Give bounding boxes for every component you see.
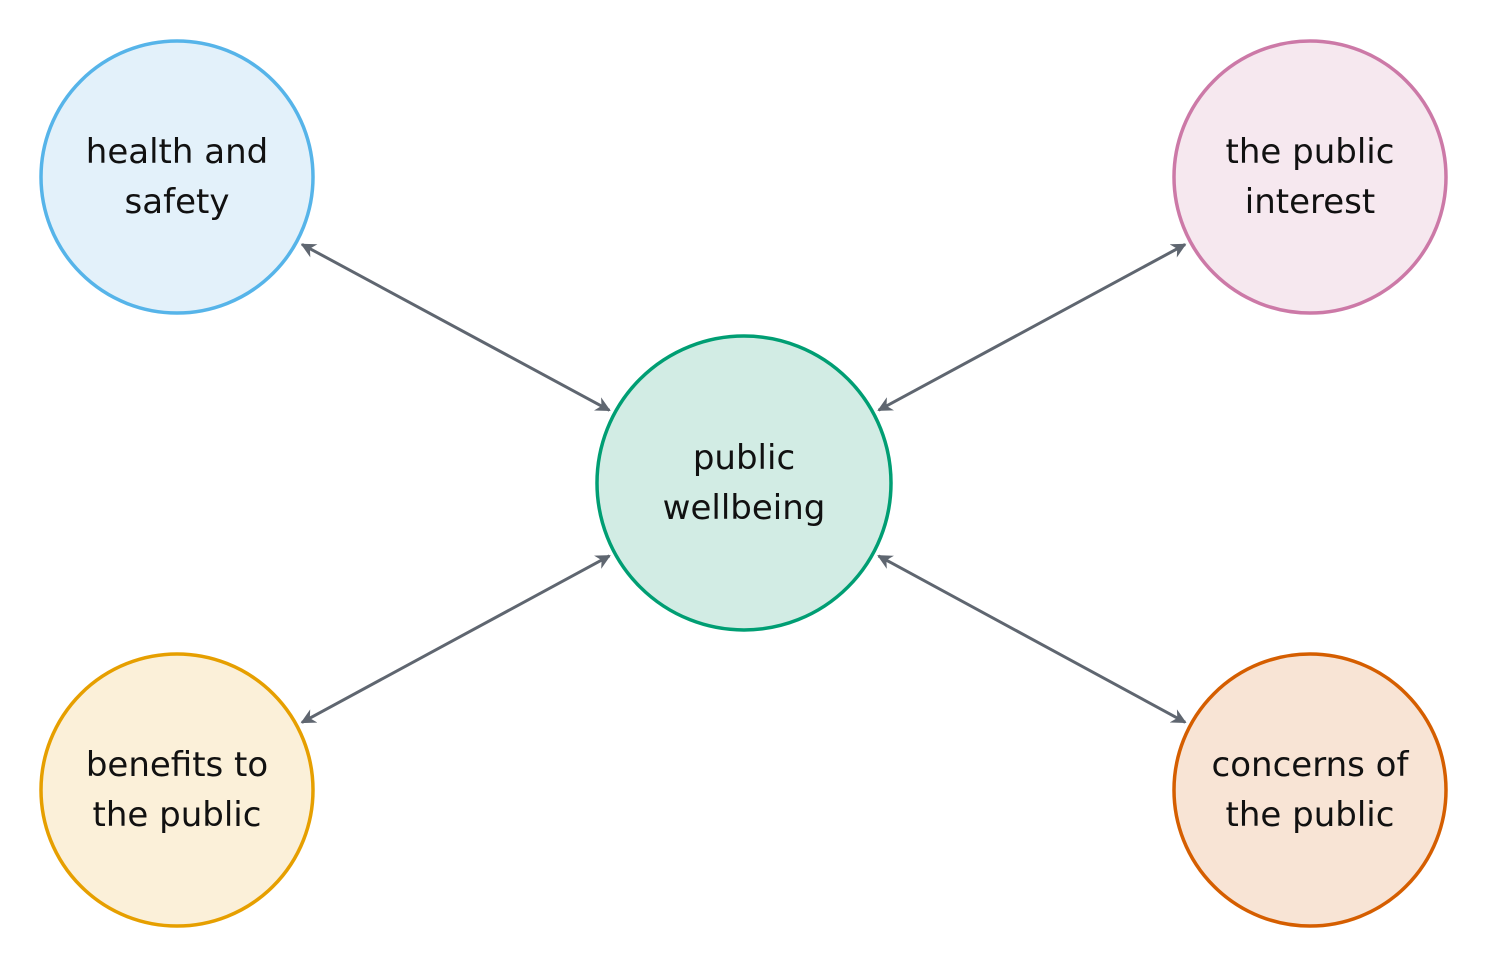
edge-public-wellbeing-to-health-and-safety <box>300 243 611 412</box>
node-label-concerns-of-the-public-line-1: concerns of <box>1212 745 1410 785</box>
node-circle-benefits-to-the-public <box>39 652 315 928</box>
nodes-layer: public wellbeing health and safety the publi… <box>39 39 1448 928</box>
node-label-benefits-to-the-public-line-2: the public <box>93 795 262 835</box>
node-circle-the-public-interest <box>1172 39 1448 315</box>
edge-public-wellbeing-to-benefits-to-the-public <box>300 554 611 724</box>
node-concerns-of-the-public: concerns of the public <box>1172 652 1448 928</box>
node-health-and-safety: health and safety <box>39 39 315 315</box>
node-label-health-and-safety-line-1: health and <box>86 132 268 172</box>
edge-public-wellbeing-to-the-public-interest <box>877 243 1187 412</box>
node-label-public-wellbeing-line-1: public <box>693 438 795 478</box>
node-public-wellbeing: public wellbeing <box>595 334 893 632</box>
node-label-the-public-interest-line-2: interest <box>1245 182 1375 222</box>
node-benefits-to-the-public: benefits to the public <box>39 652 315 928</box>
node-label-the-public-interest-line-1: the public <box>1226 132 1395 172</box>
node-the-public-interest: the public interest <box>1172 39 1448 315</box>
node-circle-public-wellbeing <box>595 334 893 632</box>
edge-public-wellbeing-to-concerns-of-the-public <box>877 554 1187 724</box>
node-circle-health-and-safety <box>39 39 315 315</box>
node-label-public-wellbeing-line-2: wellbeing <box>663 488 826 528</box>
node-label-health-and-safety-line-2: safety <box>125 182 230 222</box>
node-label-benefits-to-the-public-line-1: benefits to <box>86 745 268 785</box>
node-circle-concerns-of-the-public <box>1172 652 1448 928</box>
node-label-concerns-of-the-public-line-2: the public <box>1226 795 1395 835</box>
edges-layer <box>300 243 1187 724</box>
